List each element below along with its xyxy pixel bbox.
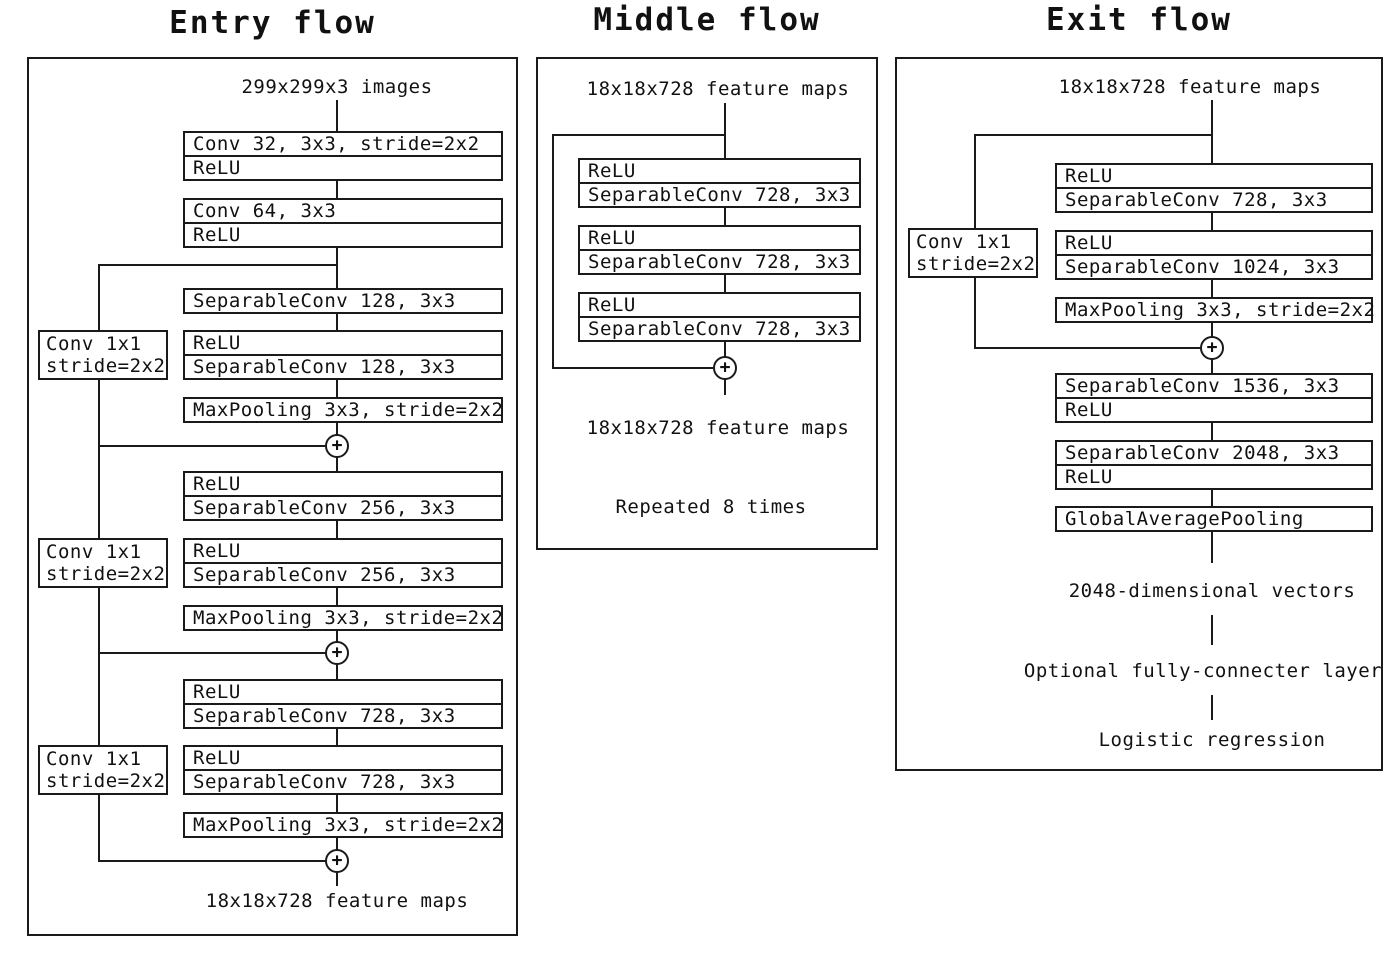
entry-shortcut-conv1x1-2: Conv 1x1 stride=2x2 <box>38 538 168 588</box>
shortcut-line: Conv 1x1 <box>46 748 142 770</box>
entry-add-node-2: + <box>325 641 349 665</box>
shortcut-line: stride=2x2 <box>916 253 1036 275</box>
exit-skip-connector-bottom <box>974 347 1201 349</box>
entry-layer-relu-sepconv256-1: ReLU SeparableConv 256, 3x3 <box>183 471 503 521</box>
shortcut-line: stride=2x2 <box>46 563 166 585</box>
exit-flow-title: Exit flow <box>1046 2 1232 38</box>
layer-cell: ReLU <box>185 222 501 246</box>
middle-repeat-note: Repeated 8 times <box>615 496 807 518</box>
shortcut-line: Conv 1x1 <box>46 541 142 563</box>
exit-input-label: 18x18x728 feature maps <box>1058 76 1322 98</box>
entry-shortcut-conv1x1-1: Conv 1x1 stride=2x2 <box>38 330 168 380</box>
layer-cell: SeparableConv 728, 3x3 <box>185 703 501 727</box>
layer-cell: Conv 32, 3x3, stride=2x2 <box>193 133 480 155</box>
entry-flow-frame <box>27 57 518 936</box>
entry-layer-conv32: Conv 32, 3x3, stride=2x2 ReLU <box>183 131 503 181</box>
middle-input-label: 18x18x728 feature maps <box>586 78 850 100</box>
shortcut-line: stride=2x2 <box>46 770 166 792</box>
middle-skip-connector-bottom <box>552 367 714 369</box>
entry-add-node-1: + <box>325 434 349 458</box>
middle-skip-connector <box>552 134 554 369</box>
exit-layer-sepconv2048-relu: SeparableConv 2048, 3x3 ReLU <box>1055 440 1373 490</box>
entry-layer-maxpool-1: MaxPooling 3x3, stride=2x2 <box>183 397 503 423</box>
layer-cell: SeparableConv 728, 3x3 <box>580 249 859 273</box>
layer-cell: SeparableConv 128, 3x3 <box>193 290 456 312</box>
layer-cell: ReLU <box>1065 165 1113 187</box>
exit-logreg-label: Logistic regression <box>1098 729 1326 751</box>
entry-input-label: 299x299x3 images <box>241 76 433 98</box>
entry-merge-connector-3 <box>98 860 326 862</box>
exit-skip-connector-top <box>974 134 1213 136</box>
shortcut-line: stride=2x2 <box>46 355 166 377</box>
entry-branch-connector <box>98 264 338 266</box>
entry-layer-conv64: Conv 64, 3x3 ReLU <box>183 198 503 248</box>
exit-flow-frame <box>895 57 1383 771</box>
entry-layer-relu-sepconv128: ReLU SeparableConv 128, 3x3 <box>183 330 503 380</box>
exit-layer-sepconv1536-relu: SeparableConv 1536, 3x3 ReLU <box>1055 373 1373 423</box>
entry-layer-maxpool-2: MaxPooling 3x3, stride=2x2 <box>183 605 503 631</box>
exit-main-connector <box>1211 100 1213 563</box>
exit-tail-connector-1 <box>1211 615 1213 645</box>
exit-shortcut-conv1x1: Conv 1x1 stride=2x2 <box>908 228 1038 278</box>
layer-cell: SeparableConv 728, 3x3 <box>580 182 859 206</box>
middle-add-node: + <box>713 356 737 380</box>
exit-layer-globalavgpool: GlobalAveragePooling <box>1055 506 1373 532</box>
layer-cell: SeparableConv 728, 3x3 <box>1057 187 1371 211</box>
entry-output-label: 18x18x728 feature maps <box>205 890 469 912</box>
exit-layer-relu-sepconv728: ReLU SeparableConv 728, 3x3 <box>1055 163 1373 213</box>
layer-cell: ReLU <box>193 332 241 354</box>
entry-layer-sepconv128: SeparableConv 128, 3x3 <box>183 288 503 314</box>
layer-cell: SeparableConv 2048, 3x3 <box>1065 442 1340 464</box>
layer-cell: ReLU <box>193 747 241 769</box>
layer-cell: MaxPooling 3x3, stride=2x2 <box>193 607 504 629</box>
layer-cell: ReLU <box>193 540 241 562</box>
middle-layer-relu-sepconv728-3: ReLU SeparableConv 728, 3x3 <box>578 292 861 342</box>
layer-cell: ReLU <box>1065 232 1113 254</box>
shortcut-line: Conv 1x1 <box>46 333 142 355</box>
shortcut-line: Conv 1x1 <box>916 231 1012 253</box>
entry-add-node-3: + <box>325 849 349 873</box>
entry-shortcut-conv1x1-3: Conv 1x1 stride=2x2 <box>38 745 168 795</box>
middle-skip-connector-top <box>552 134 726 136</box>
exit-vector-label: 2048-dimensional vectors <box>1068 580 1356 602</box>
middle-layer-relu-sepconv728-2: ReLU SeparableConv 728, 3x3 <box>578 225 861 275</box>
layer-cell: SeparableConv 128, 3x3 <box>185 354 501 378</box>
entry-flow-title: Entry flow <box>169 5 376 41</box>
layer-cell: ReLU <box>193 681 241 703</box>
exit-add-node: + <box>1200 336 1224 360</box>
layer-cell: SeparableConv 256, 3x3 <box>185 562 501 586</box>
layer-cell: ReLU <box>1057 464 1371 488</box>
middle-flow-title: Middle flow <box>593 2 821 38</box>
middle-flow-frame <box>536 57 878 550</box>
layer-cell: ReLU <box>588 160 636 182</box>
layer-cell: ReLU <box>193 473 241 495</box>
layer-cell: MaxPooling 3x3, stride=2x2 <box>193 399 504 421</box>
layer-cell: SeparableConv 728, 3x3 <box>185 769 501 793</box>
exit-fc-label: Optional fully-connecter layer <box>1023 660 1383 682</box>
exit-tail-connector-2 <box>1211 695 1213 720</box>
entry-layer-relu-sepconv728-2: ReLU SeparableConv 728, 3x3 <box>183 745 503 795</box>
middle-layer-relu-sepconv728-1: ReLU SeparableConv 728, 3x3 <box>578 158 861 208</box>
layer-cell: SeparableConv 1536, 3x3 <box>1065 375 1340 397</box>
layer-cell: MaxPooling 3x3, stride=2x2 <box>193 814 504 836</box>
layer-cell: ReLU <box>1057 397 1371 421</box>
middle-output-label: 18x18x728 feature maps <box>586 417 850 439</box>
entry-merge-connector-2 <box>98 652 326 654</box>
layer-cell: MaxPooling 3x3, stride=2x2 <box>1065 299 1376 321</box>
layer-cell: ReLU <box>588 294 636 316</box>
layer-cell: GlobalAveragePooling <box>1065 508 1304 530</box>
layer-cell: SeparableConv 1024, 3x3 <box>1057 254 1371 278</box>
entry-merge-connector-1 <box>98 445 326 447</box>
layer-cell: Conv 64, 3x3 <box>193 200 337 222</box>
layer-cell: SeparableConv 256, 3x3 <box>185 495 501 519</box>
exit-layer-maxpool: MaxPooling 3x3, stride=2x2 <box>1055 297 1376 323</box>
exit-layer-relu-sepconv1024: ReLU SeparableConv 1024, 3x3 <box>1055 230 1373 280</box>
layer-cell: ReLU <box>185 155 501 179</box>
entry-layer-maxpool-3: MaxPooling 3x3, stride=2x2 <box>183 812 503 838</box>
layer-cell: ReLU <box>588 227 636 249</box>
entry-layer-relu-sepconv728-1: ReLU SeparableConv 728, 3x3 <box>183 679 503 729</box>
entry-layer-relu-sepconv256-2: ReLU SeparableConv 256, 3x3 <box>183 538 503 588</box>
layer-cell: SeparableConv 728, 3x3 <box>580 316 859 340</box>
